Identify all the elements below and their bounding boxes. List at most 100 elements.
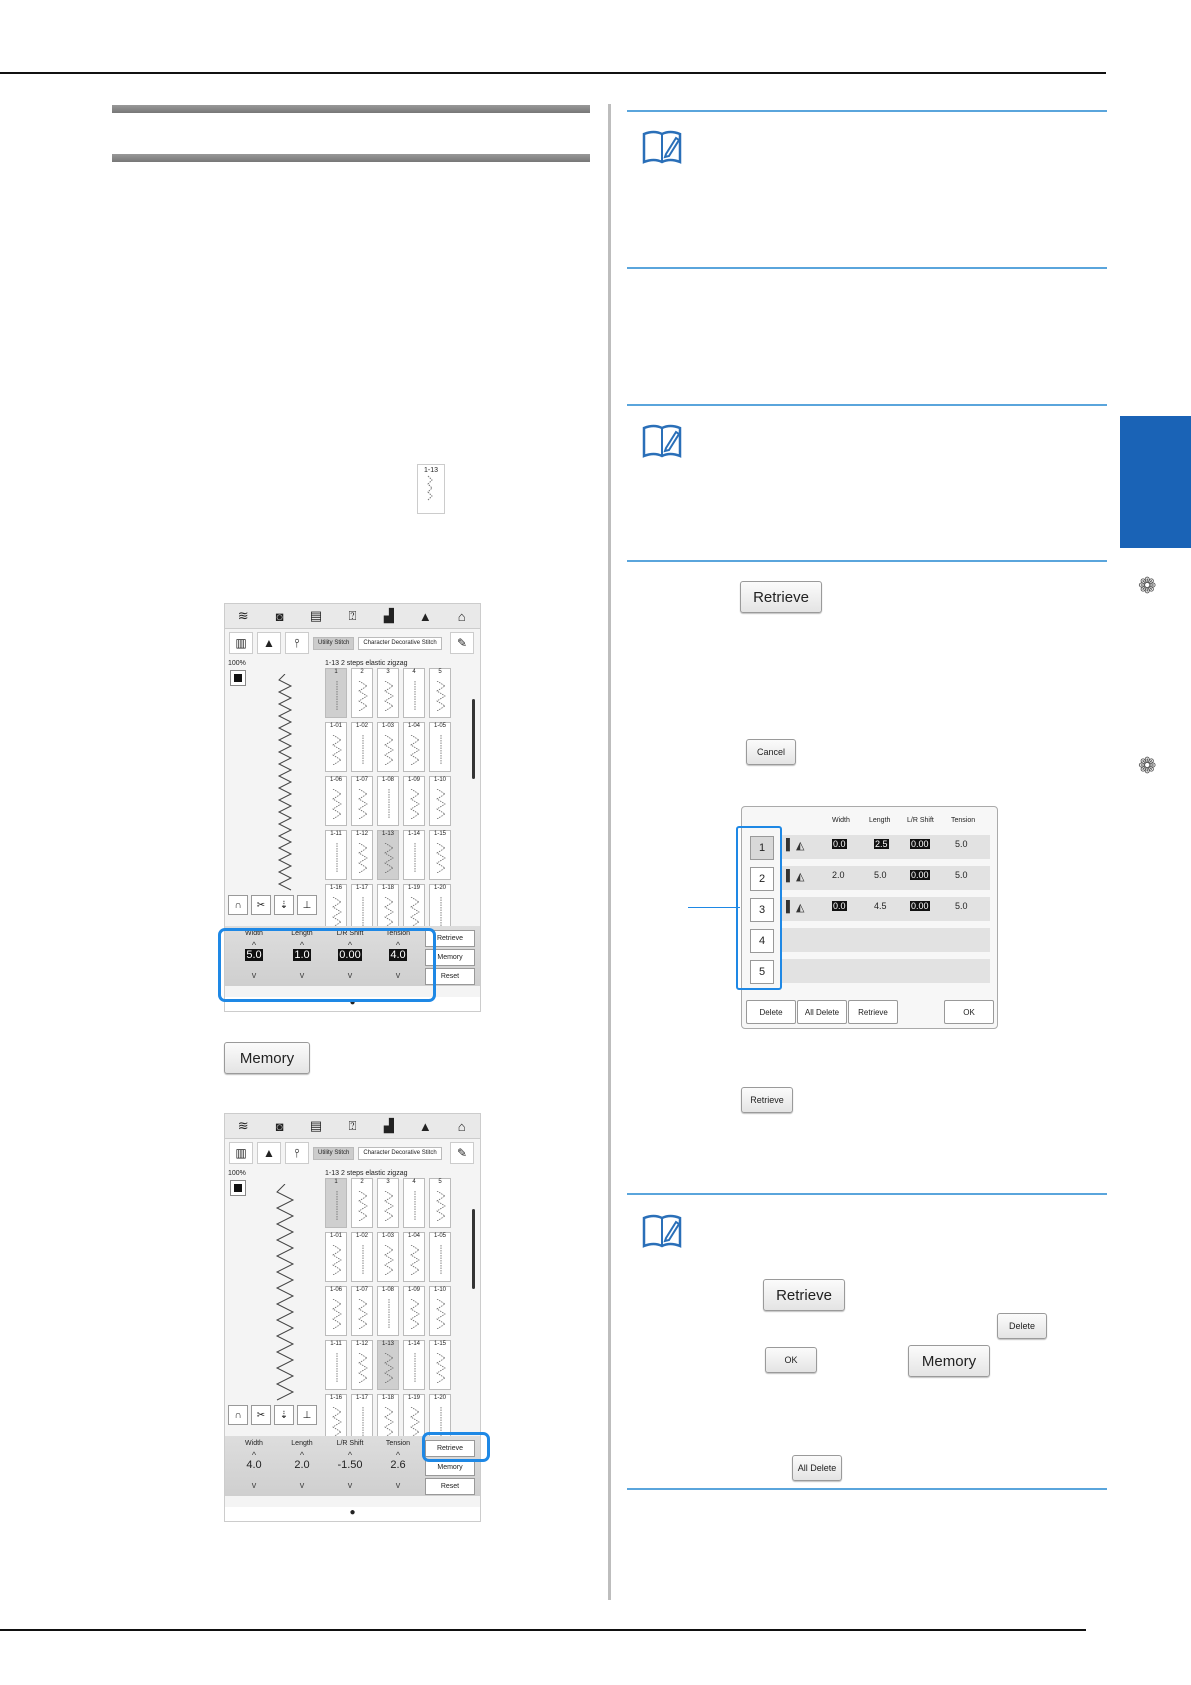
- home-icon[interactable]: ⌂: [457, 608, 466, 624]
- scrollbar[interactable]: [472, 1209, 475, 1289]
- stitch-cell[interactable]: 5: [429, 668, 451, 718]
- document-icon[interactable]: ▤: [309, 1118, 323, 1133]
- stitch-cell[interactable]: 1-11: [325, 830, 347, 880]
- stitch-cell[interactable]: 1-05: [429, 1232, 451, 1282]
- camera-icon[interactable]: ◙: [275, 608, 284, 624]
- ok-button[interactable]: OK: [765, 1347, 817, 1373]
- retrieve-button[interactable]: Retrieve: [763, 1279, 845, 1311]
- slot-3-button[interactable]: 3: [750, 898, 774, 922]
- stitch-cell[interactable]: 1-12: [351, 830, 373, 880]
- stitch-cell[interactable]: 1-11: [325, 1340, 347, 1390]
- stitch-cell[interactable]: 1-14: [403, 830, 425, 880]
- reset-button[interactable]: Reset: [425, 1478, 475, 1495]
- memory-row-empty[interactable]: [782, 928, 990, 952]
- stitch-cell[interactable]: 1-10: [429, 1286, 451, 1336]
- stitch-cell[interactable]: 1: [325, 1178, 347, 1228]
- stitch-cell[interactable]: 3: [377, 1178, 399, 1228]
- edit-icon[interactable]: ✎: [450, 632, 474, 654]
- slot-5-button[interactable]: 5: [750, 960, 774, 984]
- tab-utility-stitch[interactable]: Utility Stitch: [313, 636, 355, 650]
- ok-button[interactable]: OK: [944, 1000, 994, 1024]
- camera-icon[interactable]: ◙: [275, 1118, 284, 1134]
- wifi-icon[interactable]: ≋: [237, 608, 249, 623]
- stop-icon[interactable]: [230, 1180, 246, 1196]
- stitch-cell[interactable]: 1-20: [429, 884, 451, 934]
- presser-foot-icon[interactable]: ▟: [383, 1118, 394, 1133]
- lock-icon[interactable]: ▲: [418, 1118, 432, 1134]
- memory-row-empty[interactable]: [782, 959, 990, 983]
- memory-row[interactable]: ▌ ◭ 2.0 5.0 0.00 5.0: [782, 866, 990, 890]
- memory-button[interactable]: Memory: [425, 949, 475, 966]
- triangle-icon[interactable]: ▲: [257, 632, 281, 654]
- stitch-cell[interactable]: 1-02: [351, 722, 373, 772]
- retrieve-button[interactable]: Retrieve: [425, 930, 475, 947]
- stitch-cell[interactable]: 1-04: [403, 722, 425, 772]
- stitch-cell[interactable]: 1-09: [403, 776, 425, 826]
- stitch-cell[interactable]: 1-08: [377, 776, 399, 826]
- slot-2-button[interactable]: 2: [750, 867, 774, 891]
- stitch-cell[interactable]: 1-01: [325, 722, 347, 772]
- stitch-cell[interactable]: 3: [377, 668, 399, 718]
- scissors-icon[interactable]: ✂: [251, 895, 271, 915]
- presser-foot-icon[interactable]: ▟: [383, 608, 394, 623]
- needle-position-icon[interactable]: ⇣: [274, 1405, 294, 1425]
- document-icon[interactable]: ▤: [309, 608, 323, 623]
- all-delete-button[interactable]: All Delete: [797, 1000, 847, 1024]
- tab-utility-stitch[interactable]: Utility Stitch: [313, 1146, 355, 1160]
- all-delete-button[interactable]: All Delete: [792, 1455, 842, 1481]
- help-icon[interactable]: ⍰: [348, 1118, 357, 1133]
- stitch-cell[interactable]: 1-02: [351, 1232, 373, 1282]
- reverse-icon[interactable]: ∩: [228, 1405, 248, 1425]
- wifi-icon[interactable]: ≋: [237, 1118, 249, 1133]
- stitch-cell[interactable]: 4: [403, 668, 425, 718]
- stitch-cell[interactable]: 2: [351, 1178, 373, 1228]
- foot-icon[interactable]: ⊥: [297, 1405, 317, 1425]
- memory-button[interactable]: Memory: [908, 1345, 990, 1377]
- help-icon[interactable]: ⍰: [348, 608, 357, 623]
- tab-character-decorative[interactable]: Character Decorative Stitch: [358, 636, 442, 650]
- stitch-cell[interactable]: 1-14: [403, 1340, 425, 1390]
- retrieve-button[interactable]: Retrieve: [740, 581, 822, 613]
- stitch-cell[interactable]: 1-10: [429, 776, 451, 826]
- retrieve-button[interactable]: Retrieve: [741, 1087, 793, 1113]
- stitch-cell[interactable]: 1-09: [403, 1286, 425, 1336]
- delete-button[interactable]: Delete: [997, 1313, 1047, 1339]
- cancel-button[interactable]: Cancel: [746, 739, 796, 765]
- scrollbar[interactable]: [472, 699, 475, 779]
- retrieve-button[interactable]: Retrieve: [848, 1000, 898, 1024]
- foot-icon[interactable]: ⊥: [297, 895, 317, 915]
- stitch-cell[interactable]: 1-13: [377, 1340, 399, 1390]
- stitch-cell[interactable]: 1-03: [377, 722, 399, 772]
- lock-icon[interactable]: ▲: [418, 608, 432, 624]
- stitch-cell[interactable]: 1-08: [377, 1286, 399, 1336]
- memory-row[interactable]: ▌ ◭ 0.0 4.5 0.00 5.0: [782, 897, 990, 921]
- needle-position-icon[interactable]: ⇣: [274, 895, 294, 915]
- stitch-cell[interactable]: 1-07: [351, 1286, 373, 1336]
- stitch-cell[interactable]: 1-06: [325, 1286, 347, 1336]
- stitch-cell[interactable]: 1-15: [429, 1340, 451, 1390]
- stitch-cell[interactable]: 1-13: [377, 830, 399, 880]
- tab-character-decorative[interactable]: Character Decorative Stitch: [358, 1146, 442, 1160]
- stitch-cell[interactable]: 1-03: [377, 1232, 399, 1282]
- reset-button[interactable]: Reset: [425, 968, 475, 985]
- stitch-cell[interactable]: 1-17: [351, 1394, 373, 1444]
- memory-button[interactable]: Memory: [425, 1459, 475, 1476]
- slot-1-button[interactable]: 1: [750, 836, 774, 860]
- triangle-icon[interactable]: ▲: [257, 1142, 281, 1164]
- retrieve-button[interactable]: Retrieve: [425, 1440, 475, 1457]
- needle-icon[interactable]: ⫯: [285, 1142, 309, 1164]
- stitch-cell[interactable]: 1-15: [429, 830, 451, 880]
- scissors-icon[interactable]: ✂: [251, 1405, 271, 1425]
- book-icon[interactable]: ▥: [229, 632, 253, 654]
- edit-icon[interactable]: ✎: [450, 1142, 474, 1164]
- stitch-cell[interactable]: 1: [325, 668, 347, 718]
- stitch-cell[interactable]: 1-07: [351, 776, 373, 826]
- stitch-cell[interactable]: 1-19: [403, 1394, 425, 1444]
